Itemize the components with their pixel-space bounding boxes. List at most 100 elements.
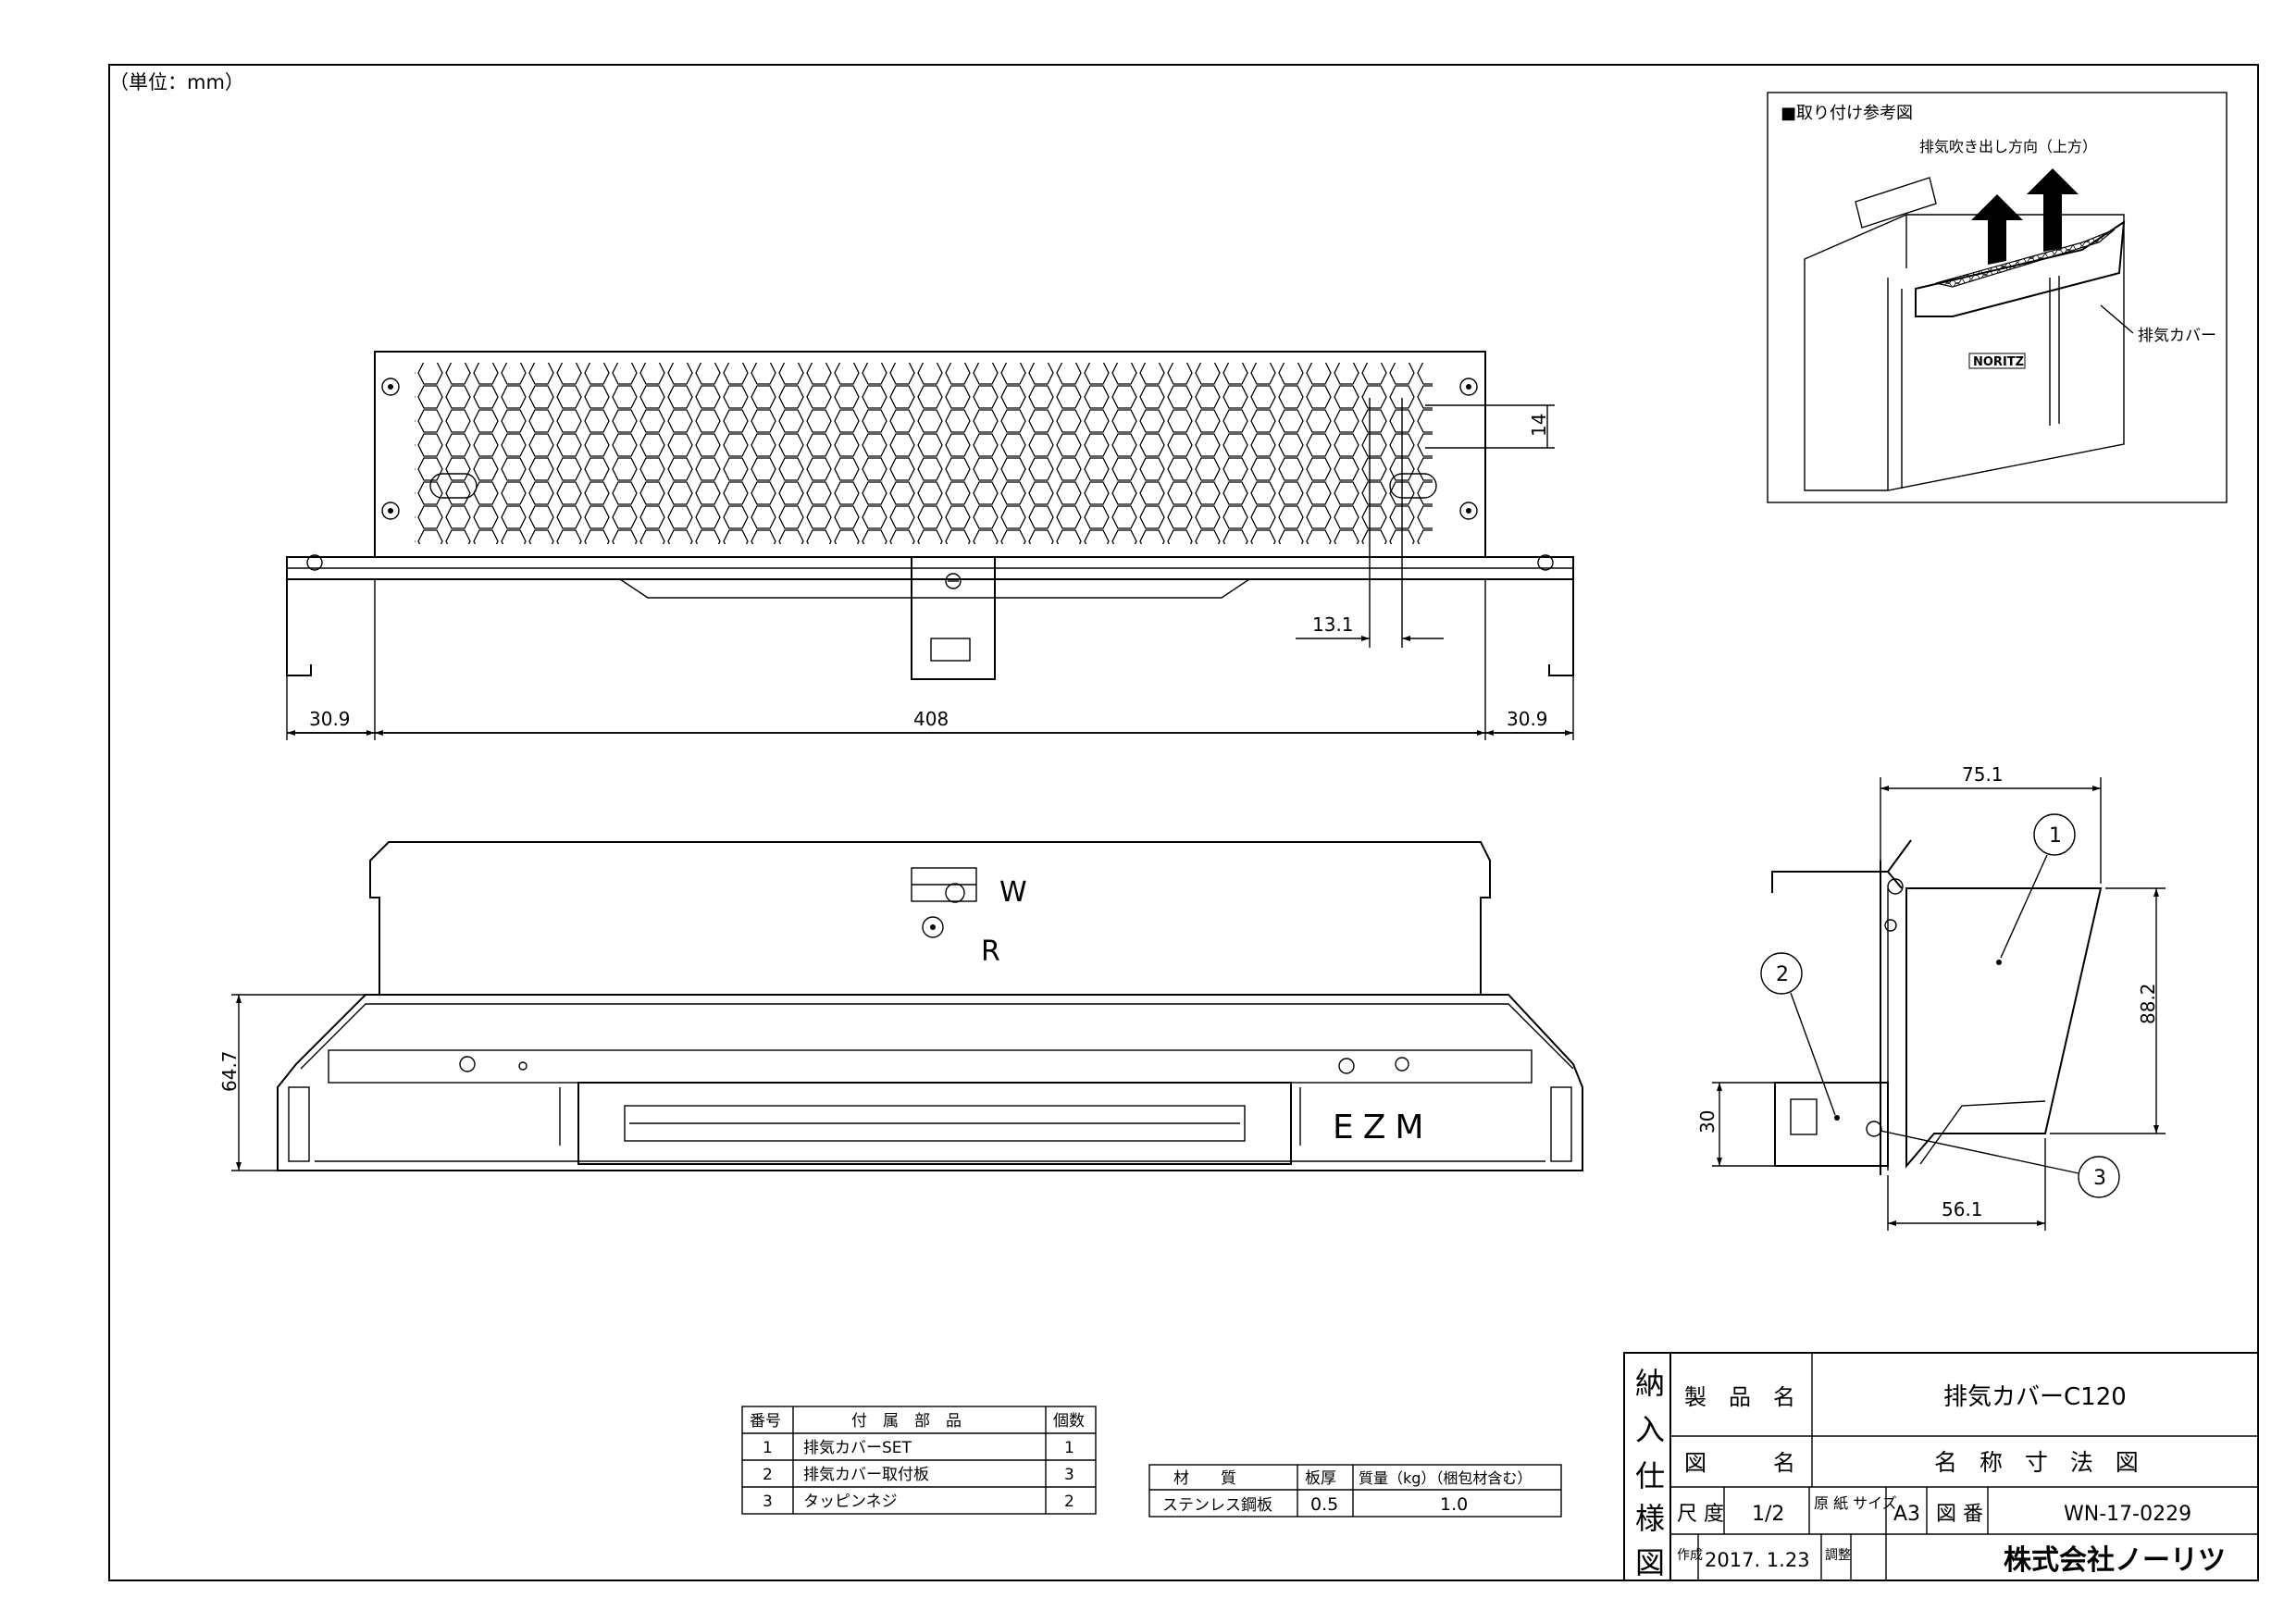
right-bracket bbox=[1548, 579, 1574, 676]
front-grille-hex bbox=[415, 363, 1433, 544]
material-cell: 0.5 bbox=[1310, 1494, 1338, 1515]
screw-icon bbox=[381, 378, 400, 396]
parts-cell: 排気カバーSET bbox=[803, 1439, 912, 1457]
balloon-2-text: 2 bbox=[1776, 963, 1789, 986]
screw-icon bbox=[388, 508, 393, 514]
screw-icon bbox=[388, 384, 393, 390]
up-arrow-icon bbox=[1971, 194, 2023, 265]
exhaust-direction-label: 排気吹き出し方向（上方） bbox=[1919, 138, 2097, 155]
scale-label: 尺 度 bbox=[1677, 1503, 1724, 1526]
parts-header-name: 付 属 部 品 bbox=[851, 1412, 962, 1431]
sheet-border bbox=[108, 64, 2259, 1581]
created-value: 2017. 1.23 bbox=[1705, 1549, 1810, 1571]
material-table: 材 質 板厚 質量（kg）（梱包材含む） ステンレス鋼板 0.5 1.0 bbox=[1148, 1464, 1562, 1518]
parts-cell: 3 bbox=[1064, 1466, 1074, 1484]
adjust-label: 調整 bbox=[1825, 1548, 1851, 1563]
screw-icon bbox=[459, 1056, 476, 1072]
product-label: 製 品 名 bbox=[1684, 1384, 1795, 1410]
screw-icon bbox=[1338, 1058, 1355, 1074]
product-name: 排気カバーC120 bbox=[1943, 1383, 2127, 1411]
install-reference: ■取り付け参考図 排気吹き出し方向（上方） NORITZ 排気カバー bbox=[1767, 92, 2228, 503]
mounting-plate bbox=[911, 556, 996, 680]
dim-height-text: 64.7 bbox=[218, 1050, 241, 1092]
cover-label: 排気カバー bbox=[2138, 327, 2216, 345]
balloon-1-text: 1 bbox=[2049, 824, 2062, 848]
up-arrow-icon bbox=[2027, 168, 2079, 252]
exhaust-slot bbox=[624, 1105, 1246, 1142]
parts-cell: 1 bbox=[763, 1439, 773, 1457]
title-block: 納 入 仕 様 図 製 品 名 排気カバーC120 図 名 名 称 寸 法 図 … bbox=[1623, 1352, 2259, 1581]
material-header: 質量（kg）（梱包材含む） bbox=[1359, 1469, 1532, 1487]
dim-bottom-text: 56.1 bbox=[1942, 1198, 1983, 1220]
front-base-rib bbox=[619, 578, 1250, 599]
dim-width-text: 408 bbox=[913, 708, 949, 730]
paper-label: 原 紙 サイズ bbox=[1814, 1494, 1897, 1512]
balloon-2 bbox=[1760, 952, 1803, 995]
exhaust-grille-icon bbox=[1935, 229, 2116, 288]
dim-left-text: 30.9 bbox=[309, 708, 351, 730]
side-label-char: 図 bbox=[1635, 1545, 1665, 1580]
material-cell: 1.0 bbox=[1440, 1494, 1468, 1515]
cover-top-rail bbox=[328, 1049, 1533, 1084]
material-header: 板厚 bbox=[1305, 1469, 1336, 1488]
side-bracket-left bbox=[288, 1086, 310, 1162]
screw-icon bbox=[518, 1061, 527, 1071]
side-bracket-right bbox=[1550, 1086, 1572, 1162]
dim-right-text: 88.2 bbox=[2137, 983, 2159, 1024]
material-cell: ステンレス鋼板 bbox=[1162, 1496, 1272, 1515]
side-view: 1 2 3 75.1 88.2 30 56.1 bbox=[1696, 763, 2166, 1231]
created-label: 作成 bbox=[1677, 1548, 1703, 1563]
screw-icon bbox=[1459, 502, 1478, 520]
front-view: 30.9 408 30.9 14 13.1 bbox=[286, 351, 1574, 740]
dot-mark bbox=[1996, 960, 2002, 965]
side-label-char: 入 bbox=[1635, 1412, 1665, 1447]
parts-header-qty: 個数 bbox=[1053, 1412, 1085, 1431]
dim-left-text: 30 bbox=[1696, 1110, 1719, 1134]
scale-value: 1/2 bbox=[1752, 1503, 1784, 1526]
brand-badge bbox=[1968, 353, 2026, 369]
side-label-char: 仕 bbox=[1635, 1458, 1665, 1493]
dim-right-text: 30.9 bbox=[1507, 708, 1548, 730]
screw-icon bbox=[930, 924, 936, 930]
screw-icon bbox=[922, 916, 944, 938]
drawing-label: 図 名 bbox=[1684, 1450, 1795, 1476]
side-label-char: 納 bbox=[1635, 1366, 1665, 1401]
slot-hole bbox=[429, 473, 478, 499]
parts-table: 番号 付 属 部 品 個数 1 排気カバーSET 1 2 排気カバー取付板 3 … bbox=[741, 1406, 1097, 1515]
screw-icon bbox=[1866, 1121, 1882, 1137]
mark-r: R bbox=[981, 935, 1000, 968]
side-plate-slot bbox=[1790, 1098, 1818, 1135]
balloon-3 bbox=[2078, 1156, 2120, 1198]
parts-cell: タッピンネジ bbox=[803, 1493, 898, 1511]
screw-icon bbox=[1395, 1057, 1409, 1072]
company-name: 株式会社ノーリツ bbox=[2004, 1544, 2226, 1577]
balloon-3-text: 3 bbox=[2093, 1167, 2106, 1190]
top-plate-outline bbox=[369, 841, 1491, 996]
screw-icon bbox=[1884, 919, 1897, 932]
model-mark: EZM bbox=[1333, 1109, 1433, 1146]
side-mounting-plate bbox=[1774, 1082, 1889, 1167]
number-value: WN-17-0229 bbox=[2064, 1503, 2191, 1526]
dot-mark bbox=[1834, 1115, 1840, 1121]
material-header: 材 質 bbox=[1173, 1469, 1236, 1488]
parts-cell: 2 bbox=[763, 1466, 773, 1484]
water-heater-icon bbox=[1804, 214, 2125, 491]
screw-icon bbox=[1887, 878, 1904, 895]
slot-hole bbox=[1389, 473, 1437, 499]
parts-cell: 2 bbox=[1064, 1493, 1074, 1511]
screw-icon bbox=[1459, 378, 1478, 396]
number-label: 図 番 bbox=[1936, 1503, 1983, 1526]
screw-icon bbox=[1466, 384, 1471, 390]
drawing-name: 名 称 寸 法 図 bbox=[1934, 1449, 2146, 1476]
cover-side-body bbox=[1905, 887, 2103, 1169]
parts-header-no: 番号 bbox=[750, 1412, 781, 1431]
dim-hex-text: 14 bbox=[1528, 414, 1550, 437]
screw-icon bbox=[306, 554, 323, 571]
parts-cell: 3 bbox=[763, 1493, 773, 1511]
left-bracket bbox=[286, 579, 312, 676]
balloon-1 bbox=[2033, 813, 2076, 856]
wall-bracket bbox=[1771, 871, 1903, 893]
unit-note: （単位：mm） bbox=[109, 71, 244, 93]
top-view: W R EZM 64.7 bbox=[218, 841, 1583, 1171]
reference-title: ■取り付け参考図 bbox=[1781, 104, 1913, 123]
